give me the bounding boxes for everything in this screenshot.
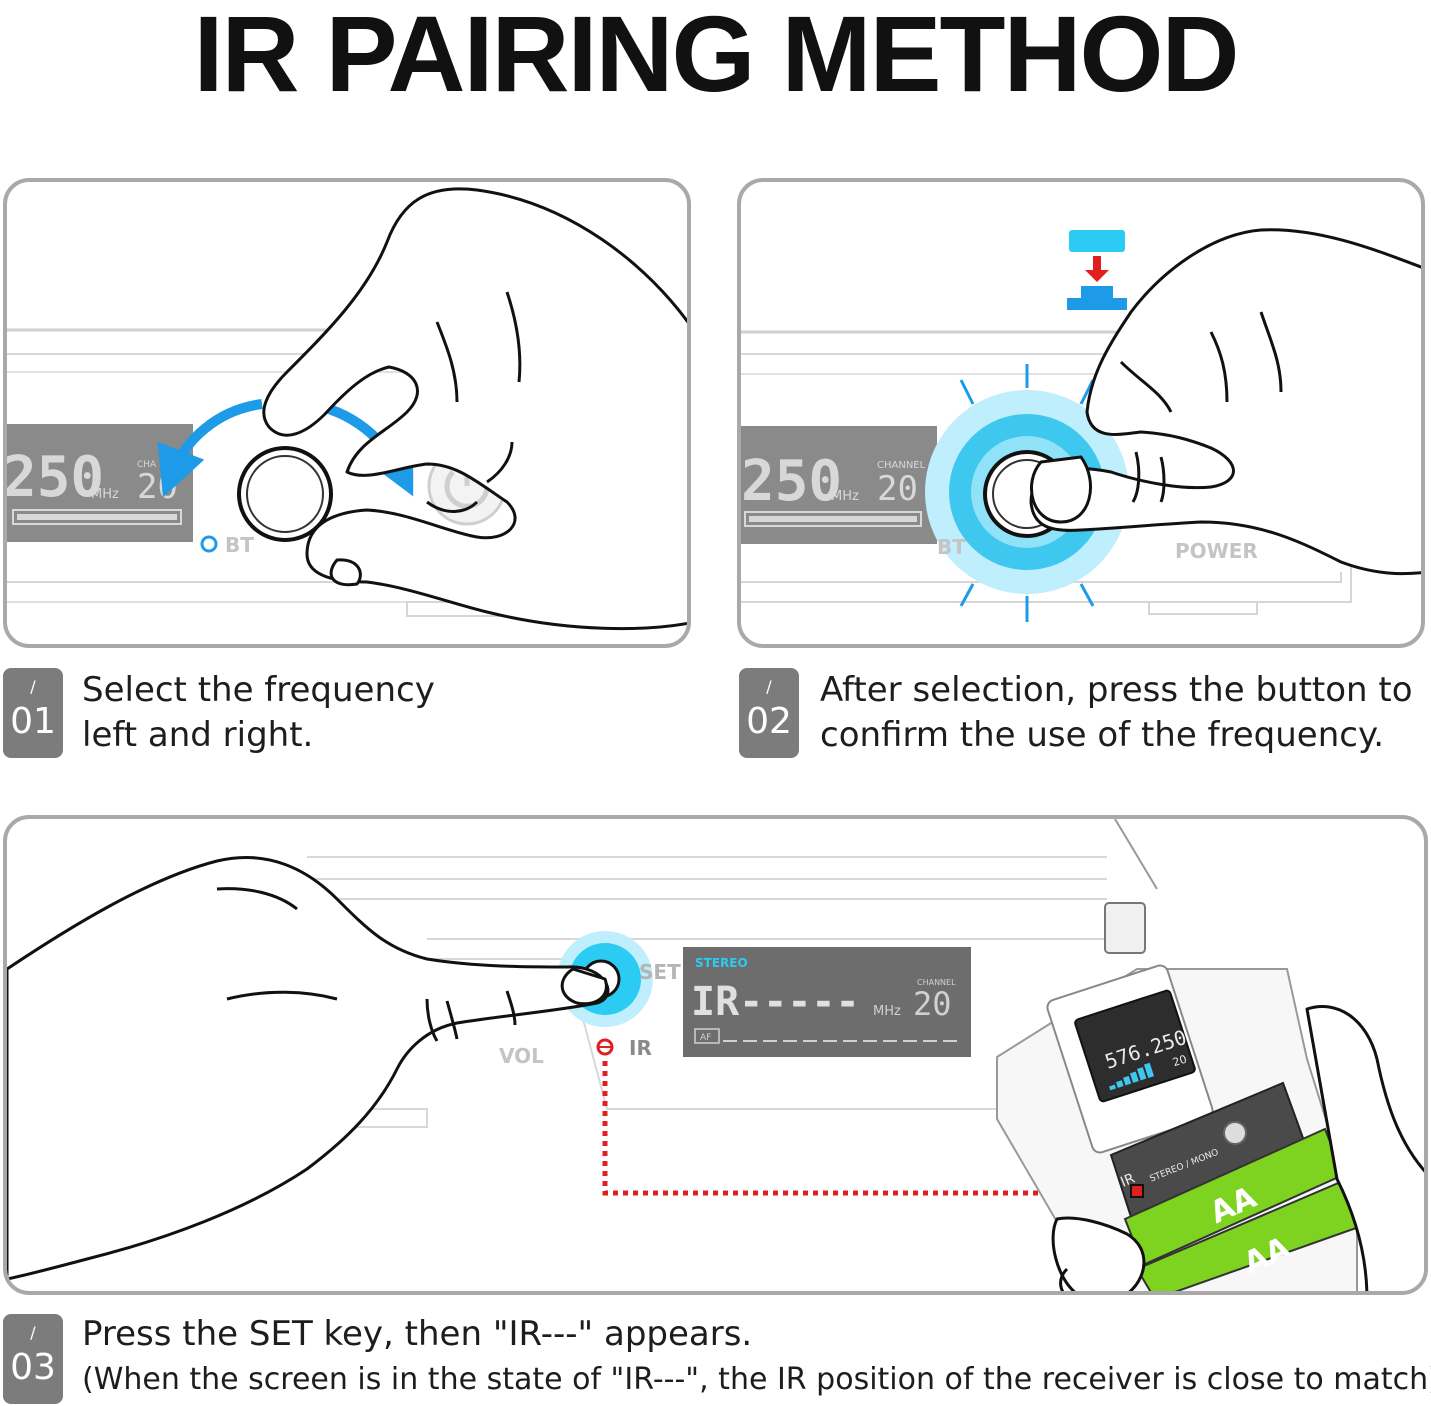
step-02-text-line1: After selection, press the button to — [820, 670, 1413, 710]
lcd-channel-label: CHA — [137, 460, 157, 470]
lcd-unit: MHz — [91, 487, 119, 502]
selector-knob — [237, 446, 333, 542]
lcd-channel: 20 — [877, 469, 918, 509]
page-title: IR PAIRING METHOD — [193, 0, 1240, 114]
set-label: SET — [639, 960, 681, 984]
step-03-text-line2: (When the screen is in the state of "IR-… — [82, 1362, 1431, 1397]
step-01-text-line1: Select the frequency — [82, 670, 435, 710]
bt-label: BT — [225, 533, 254, 557]
step-number: 01 — [10, 701, 56, 742]
step-01-text-line2: left and right. — [82, 715, 314, 755]
lcd-channel: 20 — [913, 985, 952, 1023]
rotate-left-arrow-icon — [157, 399, 263, 498]
ir-label: IR — [629, 1036, 652, 1060]
press-down-icon — [1067, 230, 1127, 310]
vol-label: VOL — [499, 1044, 544, 1068]
step-02-illustration: 250 MHz CHANNEL 20 BT POWER — [737, 178, 1425, 648]
ir-port-icon — [596, 1038, 614, 1056]
lcd-unit: MHz — [831, 489, 859, 504]
lcd-display: 250 MHz CHANNEL 20 — [741, 426, 937, 544]
step-02-text-line2: confirm the use of the frequency. — [820, 715, 1385, 755]
lcd-display-text: IR----- — [691, 979, 860, 1025]
step-number: 03 — [10, 1347, 56, 1388]
step-03-text-line1: Press the SET key, then "IR---" appears. — [82, 1314, 753, 1354]
lcd-display: 250 MHz CHA 20 — [7, 424, 193, 542]
lcd-stereo-label: STEREO — [695, 956, 748, 970]
step-02-badge: / 02 — [739, 668, 799, 758]
beltpack-receiver: 576.250 20 IR STEREO / MONO AA AA — [996, 819, 1361, 1291]
ir-signal-path — [602, 1061, 1135, 1196]
lcd-unit: MHz — [873, 1004, 901, 1019]
lcd-frequency: 250 — [7, 445, 104, 510]
lcd-channel-label: CHANNEL — [917, 978, 956, 987]
receiver-channel: 20 — [1171, 1053, 1188, 1070]
power-label: POWER — [1175, 539, 1258, 563]
holding-hand-illustration — [1051, 1004, 1424, 1291]
receiver-ir-sensor — [1130, 1184, 1144, 1198]
lcd-display: STEREO IR----- MHz CHANNEL 20 AF — [683, 947, 971, 1057]
bt-label: BT — [937, 535, 966, 559]
step-03-badge: / 03 — [3, 1314, 63, 1404]
hand-illustration — [262, 187, 687, 631]
step-03-illustration: VOL SET IR STEREO IR----- MHz CHANNEL 20… — [3, 815, 1428, 1295]
step-01-badge: / 01 — [3, 668, 63, 758]
bt-indicator — [200, 535, 218, 553]
receiver-unit — [287, 856, 1107, 1128]
lcd-af-label: AF — [700, 1033, 711, 1043]
step-number: 02 — [746, 701, 792, 742]
hand-illustration — [1029, 228, 1421, 576]
lcd-channel-label: CHANNEL — [877, 460, 926, 471]
lcd-frequency: 250 — [741, 449, 842, 514]
step-01-illustration: 250 MHz CHA 20 BT — [3, 178, 691, 648]
pointing-hand-illustration — [7, 856, 610, 1281]
